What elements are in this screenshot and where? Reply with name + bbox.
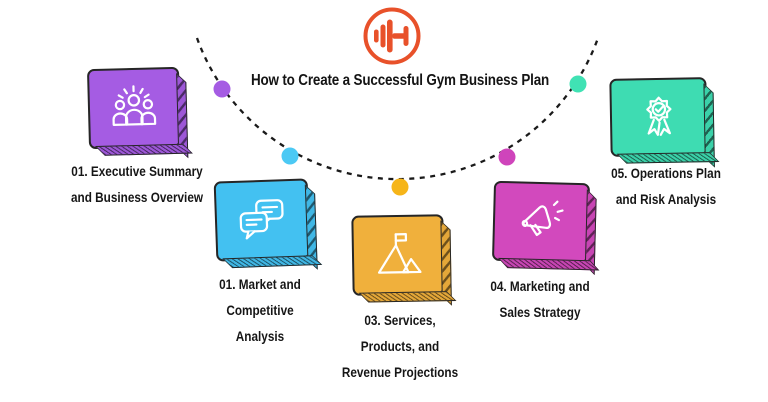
timeline-arc bbox=[195, 37, 600, 181]
card-market-analysis bbox=[213, 178, 311, 262]
gym-logo bbox=[363, 7, 421, 65]
award-badge-icon bbox=[645, 96, 672, 136]
card-marketing-sales bbox=[491, 180, 591, 264]
chat-bubbles-icon bbox=[239, 199, 284, 240]
page-title: How to Create a Successful Gym Business … bbox=[250, 72, 550, 89]
megaphone-icon bbox=[521, 200, 564, 237]
card-executive-summary bbox=[86, 66, 182, 150]
people-group-icon bbox=[112, 85, 157, 127]
step-dot-1 bbox=[213, 80, 231, 98]
mountain-flag-icon bbox=[377, 233, 422, 274]
step-dot-5 bbox=[569, 75, 587, 93]
step-dot-3 bbox=[391, 178, 409, 196]
card-operations-risk bbox=[609, 77, 708, 157]
dumbbell-icon bbox=[374, 19, 409, 53]
step-dot-2 bbox=[281, 147, 299, 165]
card-services-revenue bbox=[351, 214, 445, 296]
step-dot-4 bbox=[498, 148, 516, 166]
